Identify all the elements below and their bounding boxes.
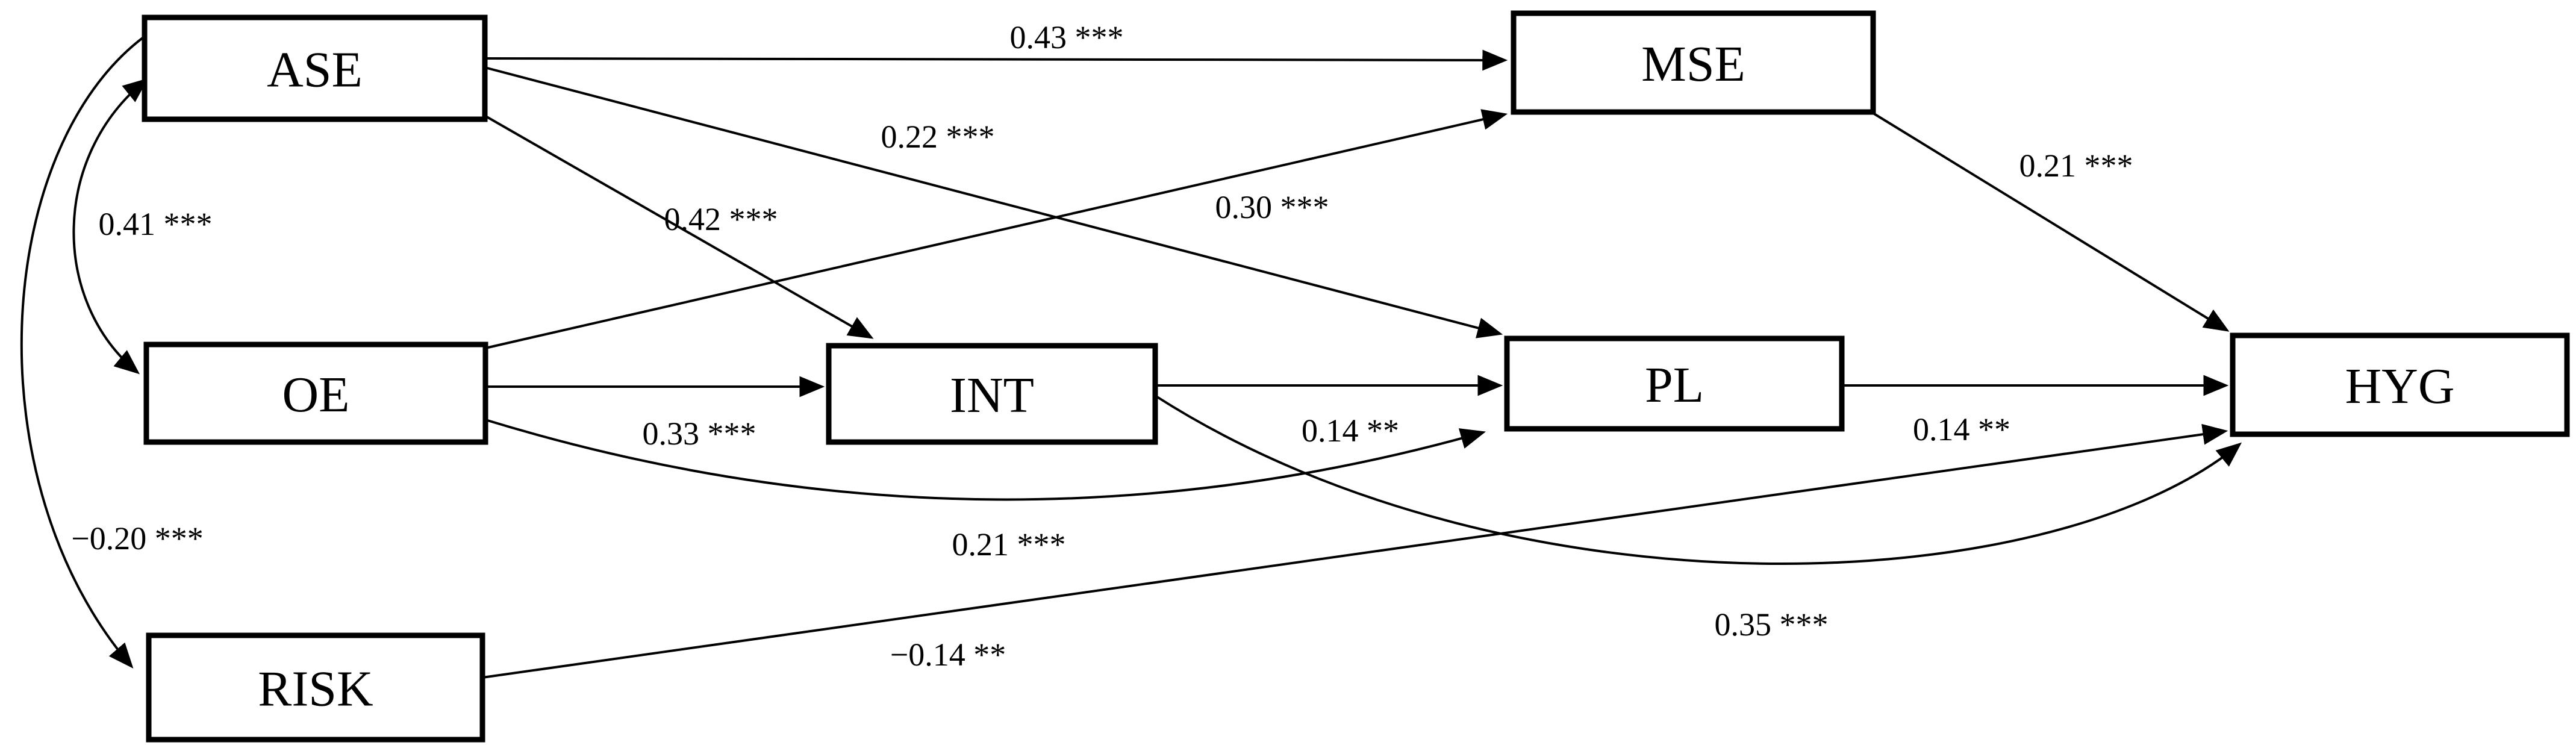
edge-label-INT-PL: 0.14 ** [1302, 413, 1399, 449]
edge-label-OE-MSE: 0.30 *** [1215, 189, 1329, 225]
edge-ASE-MSE-regression [484, 49, 1508, 71]
nodes-layer: ASE OE RISK INT MSE PL HYG [142, 10, 2570, 743]
edge-label-ASE-RISK: −0.20 *** [71, 520, 203, 556]
edge-label-INT-HYG: 0.35 *** [1715, 606, 1829, 643]
edge-label-ASE-OE: 0.41 *** [99, 206, 213, 242]
node-label-RISK: RISK [258, 661, 373, 717]
node-label-PL: PL [1645, 357, 1704, 413]
node-box-MSE [1511, 10, 1876, 115]
node-box-RISK [146, 632, 485, 743]
edge-MSE-HYG-regression [1867, 109, 2230, 332]
node-label-ASE: ASE [267, 42, 363, 98]
edge-ASE-PL-regression [484, 66, 1503, 338]
edge-label-ASE-MSE: 0.43 *** [1010, 19, 1124, 55]
edge-ASE-RISK-correlation [20, 36, 145, 669]
edge-OE-PL-regression [485, 419, 1486, 501]
edge-labels-layer: 0.41 *** −0.20 *** 0.43 *** 0.22 *** 0.42 **… [71, 19, 2133, 673]
node-label-INT: INT [950, 367, 1034, 423]
edge-RISK-HYG-regression [482, 423, 2228, 679]
node-label-HYG: HYG [2345, 358, 2455, 414]
node-box-INT [826, 343, 1158, 445]
node-box-HYG [2230, 332, 2570, 437]
edges-layer [20, 36, 2242, 679]
node-box-ASE [142, 14, 488, 122]
edge-ASE-INT-regression [483, 114, 874, 339]
node-box-PL [1504, 335, 1845, 432]
edge-label-OE-INT: 0.33 *** [643, 416, 756, 452]
edge-label-MSE-HYG: 0.21 *** [2019, 148, 2133, 184]
edge-INT-HYG-regression [1154, 394, 2242, 565]
edge-label-RISK-HYG: −0.14 ** [890, 637, 1006, 673]
edge-label-ASE-PL: 0.22 *** [881, 119, 995, 155]
node-box-OE [143, 341, 488, 445]
node-label-OE: OE [282, 367, 350, 423]
edge-label-ASE-INT: 0.42 *** [664, 201, 778, 237]
edge-ASE-OE-correlation [72, 78, 149, 375]
node-label-MSE: MSE [1641, 36, 1745, 92]
edge-OE-MSE-regression [485, 109, 1508, 349]
edge-label-OE-PL: 0.21 *** [952, 526, 1066, 563]
edge-label-PL-HYG: 0.14 ** [1913, 411, 2010, 447]
